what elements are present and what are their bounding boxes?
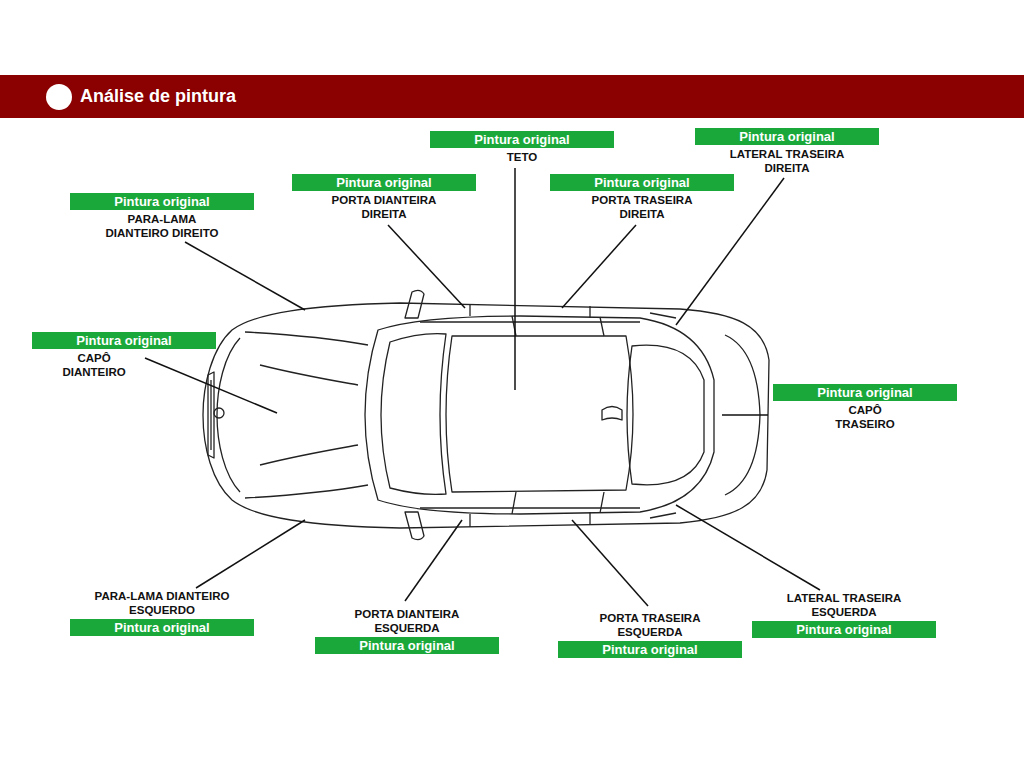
- status-label: Pintura original: [773, 384, 957, 401]
- part-name: PORTA DIANTEIRA ESQUERDA: [345, 607, 469, 635]
- status-badge: Pintura originalPORTA TRASEIRA DIREITA: [550, 174, 734, 191]
- status-label: Pintura original: [70, 193, 254, 210]
- part-name: PARA-LAMA DIANTEIRO DIREITO: [97, 212, 227, 240]
- status-badge: Pintura originalCAPÔ DIANTEIRO: [32, 332, 216, 349]
- status-badge: Pintura originalPORTA TRASEIRA ESQUERDA: [558, 641, 742, 658]
- status-badge: Pintura originalLATERAL TRASEIRA DIREITA: [695, 128, 879, 145]
- status-label: Pintura original: [550, 174, 734, 191]
- part-name: LATERAL TRASEIRA ESQUERDA: [775, 591, 913, 619]
- status-badge: Pintura originalPARA-LAMA DIANTEIRO DIRE…: [70, 193, 254, 210]
- page-title: Análise de pintura: [80, 85, 236, 107]
- status-label: Pintura original: [695, 128, 879, 145]
- status-badge: Pintura originalTETO: [430, 131, 614, 148]
- status-label: Pintura original: [70, 619, 254, 636]
- status-label: Pintura original: [292, 174, 476, 191]
- status-badge: Pintura originalPORTA DIANTEIRA ESQUERDA: [315, 637, 499, 654]
- status-badge: Pintura originalCAPÔ TRASEIRO: [773, 384, 957, 401]
- status-label: Pintura original: [32, 332, 216, 349]
- part-name: PORTA TRASEIRA ESQUERDA: [588, 611, 712, 639]
- status-label: Pintura original: [558, 641, 742, 658]
- status-label: Pintura original: [752, 621, 936, 638]
- status-label: Pintura original: [430, 131, 614, 148]
- part-name: TETO: [462, 150, 582, 164]
- status-badge: Pintura originalPARA-LAMA DIANTEIRO ESQU…: [70, 619, 254, 636]
- title-dot: [46, 84, 72, 110]
- part-name: PORTA TRASEIRA DIREITA: [580, 193, 704, 221]
- status-badge: Pintura originalLATERAL TRASEIRA ESQUERD…: [752, 621, 936, 638]
- part-name: PORTA DIANTEIRA DIREITA: [322, 193, 446, 221]
- status-label: Pintura original: [315, 637, 499, 654]
- part-name: CAPÔ DIANTEIRO: [54, 351, 134, 379]
- part-name: CAPÔ TRASEIRO: [825, 403, 905, 431]
- status-badge: Pintura originalPORTA DIANTEIRA DIREITA: [292, 174, 476, 191]
- part-name: PARA-LAMA DIANTEIRO ESQUERDO: [92, 589, 232, 617]
- part-name: LATERAL TRASEIRA DIREITA: [721, 147, 853, 175]
